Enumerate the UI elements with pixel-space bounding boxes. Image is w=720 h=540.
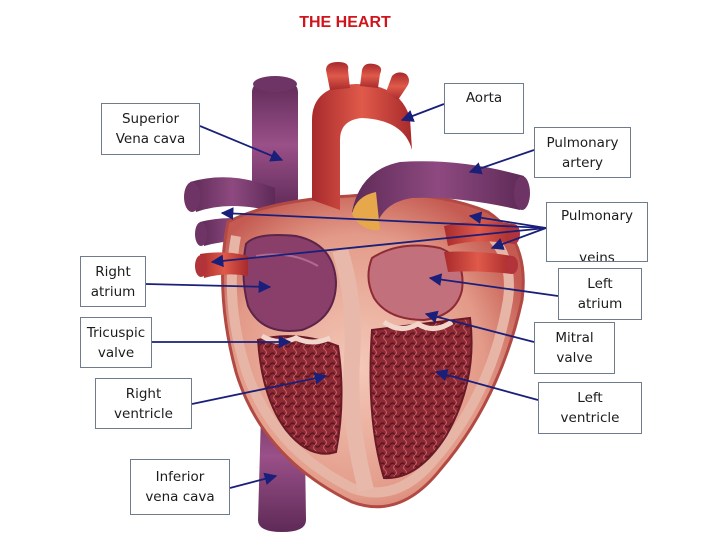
left-atrium-chamber [367,244,464,322]
label-right-ventricle-line2: ventricle [114,405,173,422]
label-right-atrium-line2: atrium [90,283,136,300]
label-superior-vena-cava: Superior Vena cava [101,103,200,155]
arrow-right-ventricle [191,372,328,405]
arrow-pulmonary-artery [468,149,535,175]
left-ventricle-chamber [369,316,473,480]
arrow-mitral-valve [424,310,535,343]
label-inferior-vena-cava-line1: Inferior [155,469,205,485]
arrow-inferior-vena-cava [229,472,278,489]
septum [332,247,374,492]
label-left-atrium-line2: atrium [577,296,623,312]
label-right-ventricle: Right ventricle [95,378,192,429]
label-pulmonary-veins-line1: Pulmonary [561,208,633,224]
label-tricuspid-valve-line1: Tricuspic [86,324,146,341]
arrow-aorta [400,103,445,122]
mitral-valve-leaflets [382,319,454,331]
right-atrium-chamber [242,234,338,332]
right-pulmonary-vein-vessels [195,252,248,278]
label-left-ventricle-line2: ventricle [560,410,620,426]
pointer-arrows [145,103,559,489]
label-pulmonary-artery: Pulmonary artery [534,127,631,178]
label-right-atrium: Right atrium [80,256,146,307]
label-left-ventricle: Left ventricle [538,382,642,434]
arrow-left-ventricle [434,368,539,401]
arrow-right-atrium [145,280,272,294]
label-pulmonary-artery-line2: artery [562,154,603,171]
label-inferior-vena-cava: Inferior vena cava [130,459,230,515]
label-aorta: Aorta [444,83,524,134]
arrow-pulmonary-veins-4 [490,227,547,250]
label-left-atrium: Left atrium [558,268,642,320]
tricuspid-valve-leaflets [260,333,332,345]
label-right-ventricle-line1: Right [125,385,162,402]
label-tricuspid-valve: Tricuspic valve [80,317,152,368]
aorta-vessel [312,62,412,210]
label-pulmonary-veins-line2: veins [579,250,615,262]
label-left-ventricle-line1: Left [577,390,603,406]
arrow-left-atrium [428,273,559,297]
label-mitral-valve-line2: valve [556,350,593,366]
label-aorta-line1: Aorta [465,90,503,106]
label-right-atrium-line1: Right [95,263,131,280]
label-tricuspid-valve-line2: valve [97,344,135,361]
arrow-pulmonary-veins-1 [220,207,547,229]
label-superior-vena-cava-line1: Superior [121,111,180,127]
label-pulmonary-artery-line1: Pulmonary [546,134,619,151]
label-mitral-valve-line1: Mitral [555,330,594,346]
label-inferior-vena-cava-line2: vena cava [145,489,215,505]
arrow-superior-vena-cava [199,125,284,162]
right-ventricle-chamber [256,335,343,455]
left-pulmonary-vein-vessels [444,221,520,274]
label-left-atrium-line1: Left [587,276,613,292]
superior-vena-cava-vessel [252,76,298,210]
arrow-pulmonary-veins-3 [210,227,547,268]
arrow-pulmonary-veins-2 [468,211,547,229]
label-superior-vena-cava-line2: Vena cava [115,131,186,147]
label-mitral-valve: Mitral valve [534,322,615,374]
diagram-title: THE HEART [299,14,391,31]
label-pulmonary-veins: Pulmonary veins [546,202,648,262]
